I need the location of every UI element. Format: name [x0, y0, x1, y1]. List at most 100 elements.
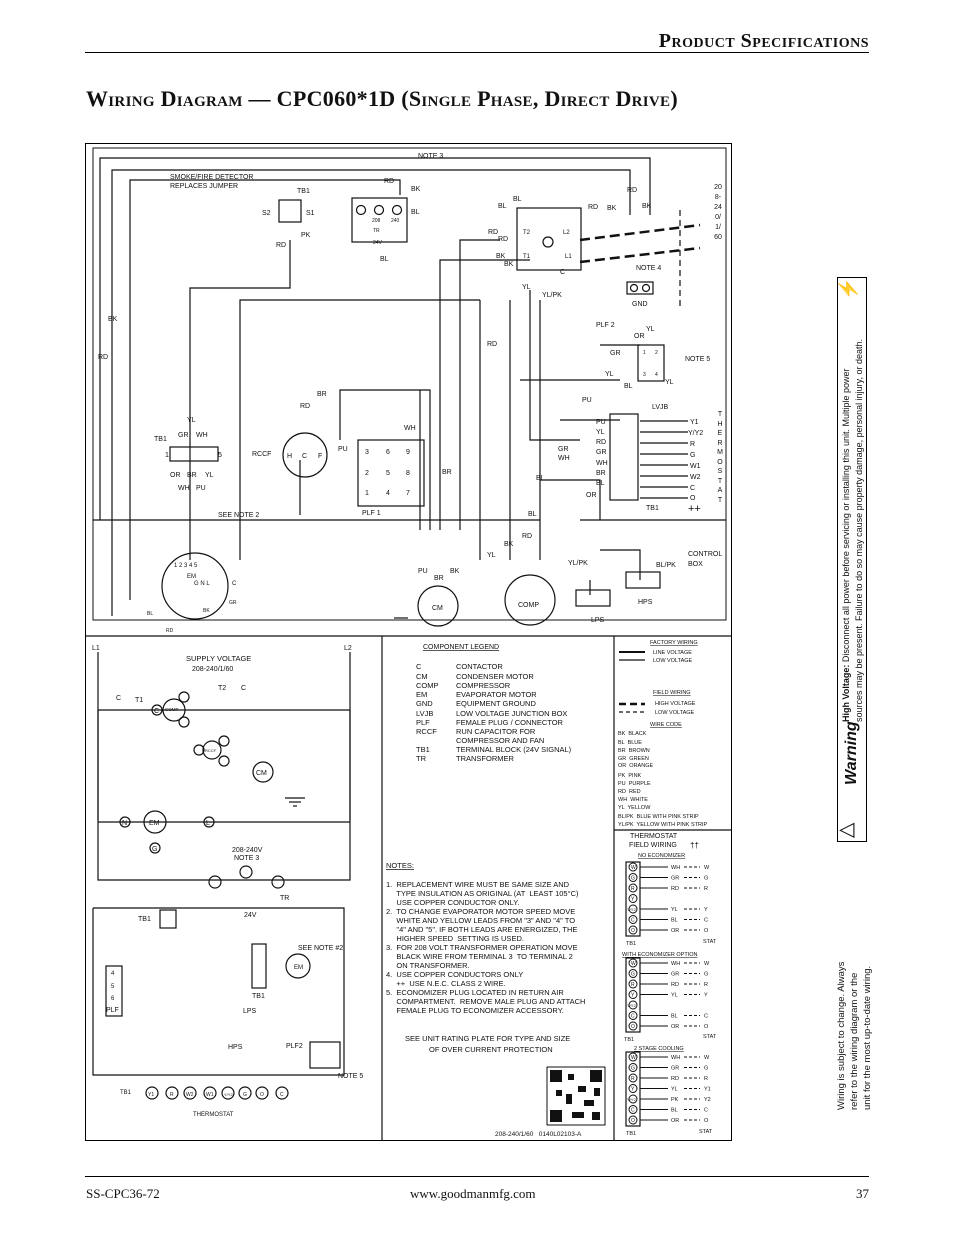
svg-text:1: 1 [365, 490, 369, 497]
svg-text:NOTE 5: NOTE 5 [338, 1073, 363, 1080]
tfw-stat-label: G [704, 1066, 708, 1072]
svg-text:8: 8 [406, 470, 410, 477]
header-rule [85, 52, 869, 53]
tfw-terminal [628, 958, 638, 968]
tfw-stat-label: W [704, 865, 710, 871]
warning-text-1: High Voltage: Disconnect all power befor… [841, 368, 851, 722]
svg-text:T2: T2 [218, 685, 226, 692]
svg-text:RD: RD [300, 403, 310, 410]
svg-text:NOTE 4: NOTE 4 [636, 265, 661, 272]
tfw-terminal [628, 1073, 638, 1083]
svg-text:WIRE CODE: WIRE CODE [650, 722, 682, 728]
svg-text:BL: BL [380, 256, 389, 263]
svg-text:RUN CAPACITOR FOR: RUN CAPACITOR FOR [456, 727, 536, 736]
tfw-stat-label: Y1 [704, 1087, 711, 1093]
svg-text:OF OVER CURRENT PROTECTION: OF OVER CURRENT PROTECTION [429, 1045, 553, 1054]
tfw-terminal-label: C [631, 1014, 635, 1020]
svg-text:BR: BR [442, 469, 452, 476]
svg-text:EM: EM [416, 690, 427, 699]
tfw-stat-label: O [704, 1118, 709, 1124]
svg-text:PLF: PLF [106, 1007, 119, 1014]
svg-text:WH: WH [404, 425, 416, 432]
svg-text:PU: PU [196, 485, 206, 492]
svg-text:4: 4 [111, 971, 115, 977]
tfw-stat-label: W [704, 1055, 710, 1061]
svg-text:GR: GR [178, 432, 189, 439]
tfw-terminal-label: O [631, 928, 635, 934]
svg-text:1: 1 [643, 350, 646, 356]
page-title: Wiring Diagram — CPC060*1D (Single Phase… [86, 86, 678, 111]
svg-text:BR: BR [317, 391, 327, 398]
tfw-terminal [628, 904, 638, 914]
svg-text:GR: GR [610, 350, 621, 357]
svg-text:1 2 3 4 5: 1 2 3 4 5 [174, 563, 198, 569]
svg-text:WH WHITE: WH WHITE [618, 797, 648, 803]
svg-text:5. ECONOMIZER PLUG LOCATED IN: 5. ECONOMIZER PLUG LOCATED IN RETURN AIR [386, 988, 564, 997]
svg-text:TR: TR [280, 895, 289, 902]
svg-text:BK: BK [504, 261, 514, 268]
svg-text:STAT: STAT [703, 1034, 717, 1040]
svg-text:CM: CM [416, 672, 428, 681]
tfw-wire-color: OR [671, 1024, 679, 1030]
svg-text:5: 5 [218, 452, 222, 459]
svg-text:RD: RD [498, 236, 508, 243]
tfw-stat-label: G [704, 972, 708, 978]
svg-text:R: R [170, 1092, 174, 1098]
svg-text:240: 240 [391, 218, 400, 224]
svg-text:YL: YL [522, 284, 531, 291]
svg-text:RD: RD [276, 242, 286, 249]
tfw-terminal [628, 1094, 638, 1104]
svg-text:PLF2: PLF2 [286, 1043, 303, 1050]
tfw-wire-color: YL [671, 907, 678, 913]
footer-url[interactable]: www.goodmanmfg.com [410, 1186, 536, 1201]
svg-text:REPLACES JUMPER: REPLACES JUMPER [170, 183, 238, 190]
svg-text:EQUIPMENT GROUND: EQUIPMENT GROUND [456, 699, 536, 708]
svg-text:COMPRESSOR: COMPRESSOR [456, 681, 511, 690]
svg-text:PU: PU [596, 419, 606, 426]
svg-text:PLF 2: PLF 2 [596, 322, 615, 329]
svg-text:HIGHER SPEED SETTING IS USED.: HIGHER SPEED SETTING IS USED. [386, 934, 524, 943]
tfw-terminal [628, 1011, 638, 1020]
svg-text:CONDENSER MOTOR: CONDENSER MOTOR [456, 672, 534, 681]
svg-text:TRANSFORMER: TRANSFORMER [456, 754, 515, 763]
svg-text:W2: W2 [186, 1092, 194, 1098]
svg-text:LPS: LPS [243, 1008, 257, 1015]
tfw-stat-label: Y2 [704, 1097, 711, 1103]
svg-text:LVJB: LVJB [416, 709, 433, 718]
tfw-terminal [628, 1021, 638, 1031]
tfw-wire-color: WH [671, 865, 680, 871]
svg-text:208-240V: 208-240V [232, 847, 263, 854]
svg-text:TB1: TB1 [252, 993, 265, 1000]
svg-text:L2: L2 [344, 645, 352, 652]
thermostat-field-wiring: THERMOSTAT FIELD WIRING †† NO ECONOMIZER… [622, 833, 717, 1137]
svg-text:LOW VOLTAGE JUNCTION BOX: LOW VOLTAGE JUNCTION BOX [456, 709, 567, 718]
svg-text:GR: GR [596, 449, 607, 456]
condenser-motor [417, 585, 459, 627]
svg-text:G: G [690, 452, 695, 459]
svg-text:CONTROL: CONTROL [688, 551, 722, 558]
svg-text:L2: L2 [563, 230, 570, 236]
thermostat-terminals [640, 420, 688, 499]
tfw-wire-color: GR [671, 972, 679, 978]
svg-text:NO ECONOMIZER: NO ECONOMIZER [638, 853, 685, 859]
svg-text:BK: BK [642, 203, 652, 210]
tfw-wire-color: YL [671, 1087, 678, 1093]
tfw-wire-color: BL [671, 1108, 678, 1114]
svg-text:TB1: TB1 [626, 941, 636, 947]
tfw-wire-color: BL [671, 918, 678, 924]
tfw-terminal-label: W [631, 865, 636, 871]
svg-text:FACTORY WIRING: FACTORY WIRING [650, 640, 698, 646]
svg-text:YL: YL [205, 472, 214, 479]
tfw-wire-color: PK [671, 1097, 679, 1103]
tfw-wire-color: RD [671, 1076, 679, 1082]
svg-text:L: L [206, 820, 210, 827]
svg-text:4: 4 [386, 490, 390, 497]
svg-text:COMP: COMP [165, 707, 179, 712]
svg-text:CONTACTOR: CONTACTOR [456, 662, 503, 671]
side-note-1: Wiring is subject to change. Always [836, 961, 847, 1110]
svg-text:YL YELLOW: YL YELLOW [618, 805, 651, 811]
svg-text:C: C [241, 685, 246, 692]
notes-lines: 1. REPLACEMENT WIRE MUST BE SAME SIZE AN… [386, 880, 585, 1015]
svg-text:24V: 24V [244, 912, 257, 919]
tfw-terminal-label: Y [631, 993, 635, 999]
